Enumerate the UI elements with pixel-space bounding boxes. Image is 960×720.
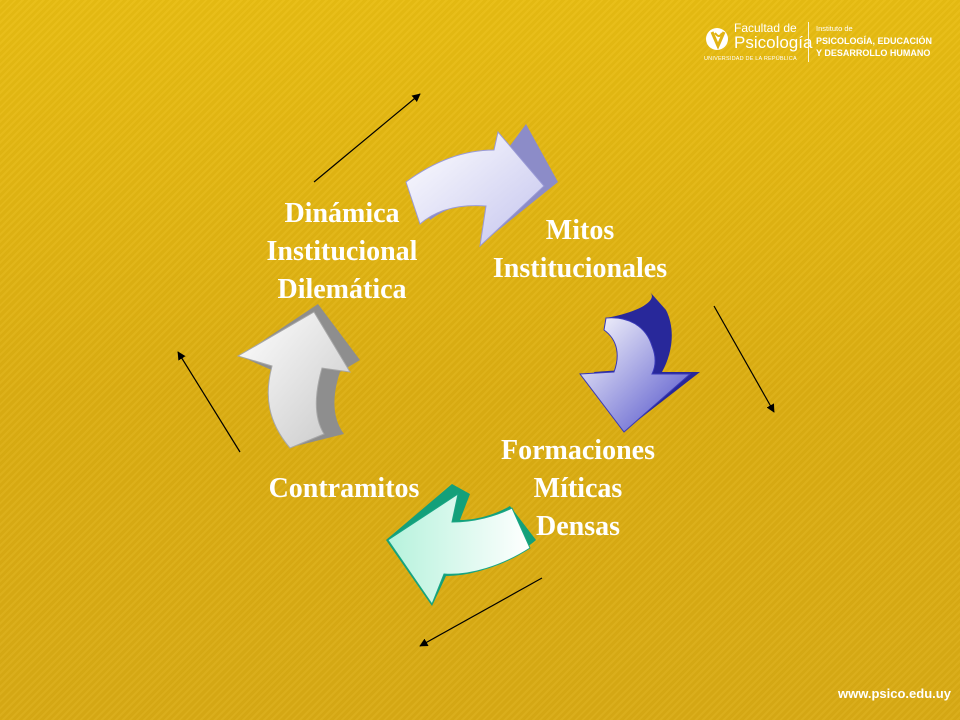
label-line: Mitos — [545, 215, 615, 246]
website-url: www.psico.edu.uy — [838, 686, 951, 701]
university-name: UNIVERSIDAD DE LA REPÚBLICA — [704, 56, 797, 62]
top-curved-arrow — [405, 124, 558, 248]
psychology-logo-icon — [706, 28, 728, 50]
thin-arrow-left-icon — [177, 351, 241, 453]
institute-line1: Instituto de — [816, 24, 853, 33]
label-line: Míticas — [533, 473, 623, 504]
right-curved-arrow — [579, 292, 700, 433]
faculty-logo: Facultad de Psicología UNIVERSIDAD DE LA… — [704, 20, 950, 66]
label-formaciones-miticas: Formaciones Míticas Densas — [470, 432, 686, 546]
label-line: Dinámica — [284, 198, 400, 229]
thin-arrow-right-icon — [713, 305, 775, 413]
left-curved-arrow — [236, 304, 360, 449]
faculty-name-line1: Facultad de — [734, 21, 797, 35]
label-line: Densas — [535, 511, 620, 542]
thin-arrow-bottom-icon — [419, 577, 543, 647]
label-line: Dilemática — [277, 274, 407, 305]
thin-arrow-top-icon — [313, 93, 421, 183]
institute-line3: Y DESARROLLO HUMANO — [816, 48, 931, 58]
label-line: Formaciones — [501, 435, 655, 466]
bottom-curved-arrow — [386, 484, 536, 606]
logo-divider — [808, 22, 809, 62]
faculty-name-line2: Psicología — [734, 33, 813, 52]
institute-line2: PSICOLOGÍA, EDUCACIÓN — [816, 36, 933, 46]
label-line: Institucional — [266, 236, 418, 267]
label-dinamica-institucional: Dinámica Institucional Dilemática — [236, 195, 448, 309]
label-contramitos: Contramitos — [244, 470, 444, 508]
label-line: Institucionales — [492, 253, 668, 284]
label-line: Contramitos — [268, 473, 420, 504]
label-mitos-institucionales: Mitos Institucionales — [470, 212, 690, 288]
